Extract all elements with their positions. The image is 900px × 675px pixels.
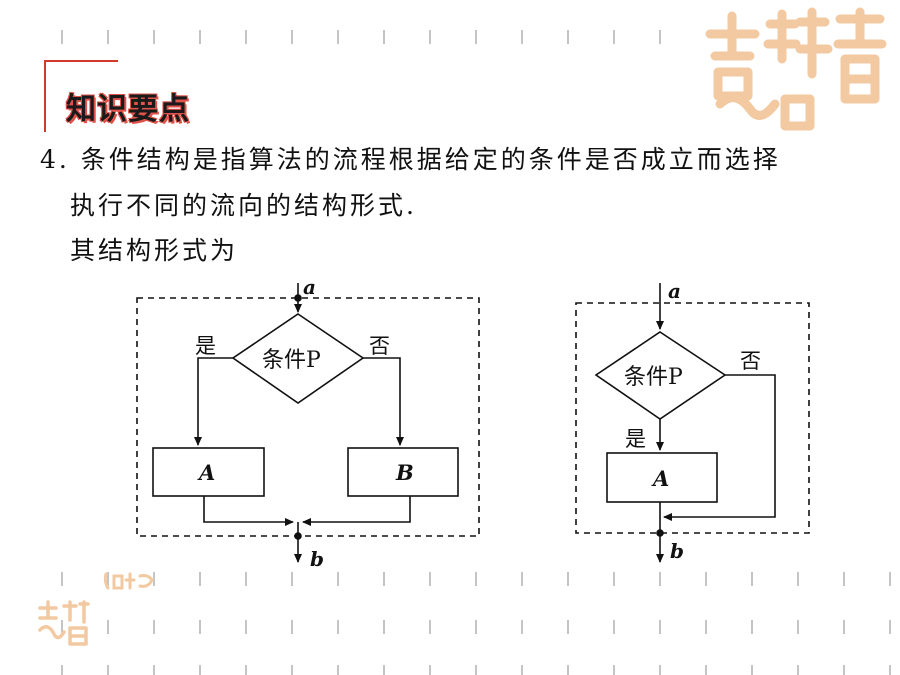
merge-arrow-a-left: [203, 496, 294, 526]
box-b-label-left: B: [395, 460, 414, 485]
decision-diamond-left: [231, 313, 365, 404]
process-box-a-right: [606, 452, 718, 503]
box-a-label-left: A: [197, 460, 215, 485]
heading-accent-frame: [44, 60, 118, 132]
entry-label-left: a: [303, 275, 316, 299]
exit-node-left: [294, 532, 302, 540]
exit-label-left: b: [310, 547, 324, 571]
paragraph-line-1: 4. 条件结构是指算法的流程根据给定的条件是否成立而选择: [40, 145, 781, 174]
flowchart-single-branch: [575, 283, 810, 563]
no-branch-arrow-left: [363, 357, 404, 446]
paragraph-line-3: 其结构形式为: [70, 236, 239, 265]
paragraph-line-2: 执行不同的流向的结构形式.: [70, 191, 417, 220]
exit-label-right: b: [670, 539, 684, 563]
entry-label-right: a: [668, 279, 681, 303]
yes-label-right: 是: [625, 427, 646, 451]
no-branch-arrow-right: [663, 374, 776, 521]
decorative-seal-medium: [38, 600, 90, 646]
process-box-b-left: [347, 447, 459, 497]
decorative-seal-small: [103, 572, 154, 590]
section-heading: 知识要点: [66, 92, 190, 127]
dashed-boundary-left: [136, 297, 480, 537]
box-a-label-right: A: [651, 466, 669, 491]
no-label-left: 否: [369, 334, 390, 358]
exit-node-right: [656, 529, 664, 537]
yes-branch-arrow-left: [194, 357, 233, 446]
yes-label-left: 是: [195, 334, 216, 358]
flowchart-two-branch: [136, 283, 480, 563]
no-label-right: 否: [740, 349, 761, 373]
entry-node-left: [294, 294, 302, 302]
process-box-a-left: [152, 447, 265, 497]
condition-label-right: 条件P: [624, 365, 683, 390]
merge-arrow-b-left: [302, 496, 411, 526]
condition-label-left: 条件P: [262, 348, 321, 373]
decorative-seal-large: [705, 7, 887, 131]
